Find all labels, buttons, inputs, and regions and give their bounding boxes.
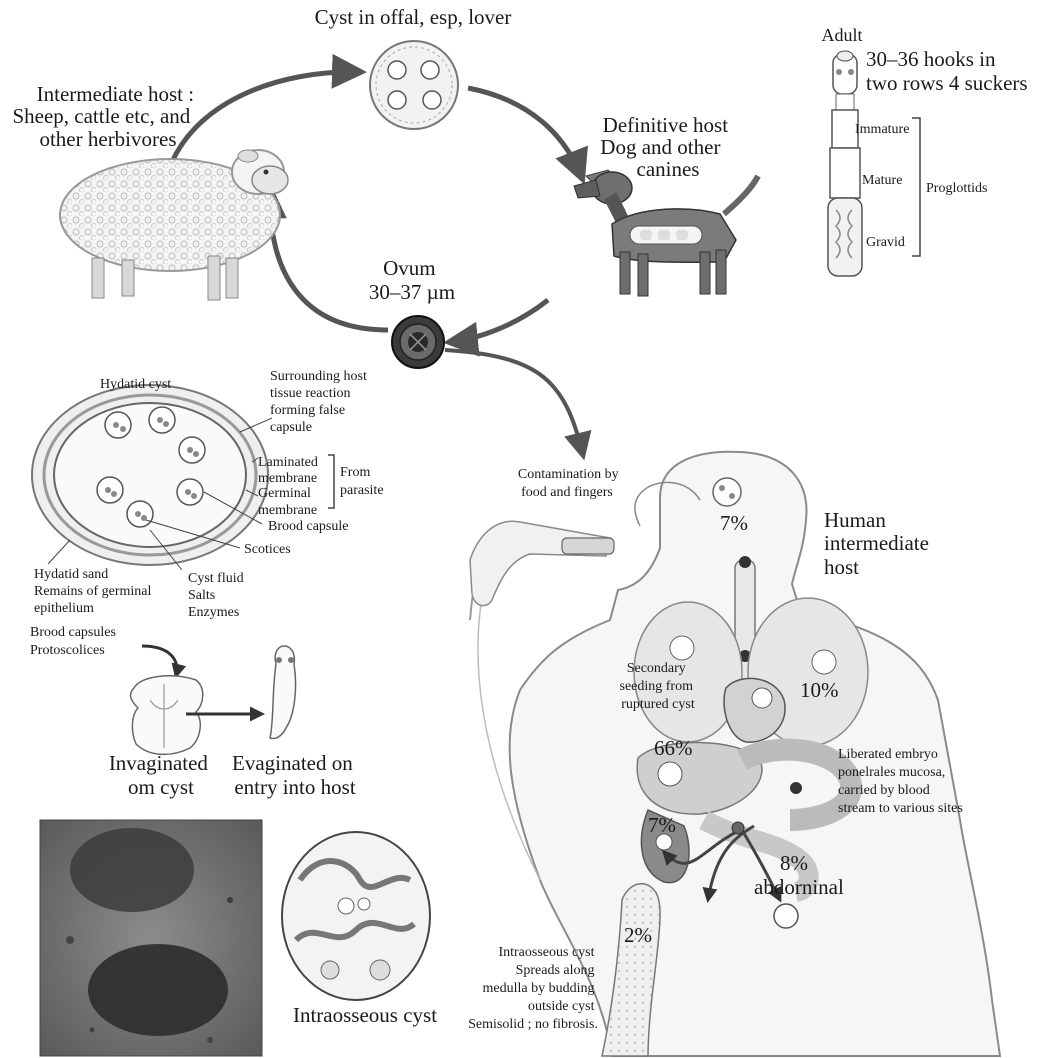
percent-liver: 66% — [654, 736, 693, 760]
intraosseous-cyst-label: Intraosseous cyst Spreads along medulla … — [468, 945, 598, 1032]
arrow-sheep-to-cyst — [172, 72, 360, 162]
human-host-label: Human intermediate host — [824, 508, 934, 579]
intraosseous-micro-label: Intraosseous cyst — [293, 1003, 437, 1027]
scotices-label: Scotices — [244, 542, 291, 557]
secondary-seeding-label: Secondary seeding from ruptured cyst — [620, 661, 697, 712]
sheep-illustration — [60, 150, 288, 300]
adult-title: Adult — [821, 25, 862, 45]
percent-kidney: 7% — [648, 813, 676, 837]
intermediate-host-label: Intermediate host : Sheep, cattle etc, a… — [12, 82, 199, 151]
segment-gravid: Gravid — [866, 235, 905, 250]
laminated-membrane-label: Laminated membrane — [258, 455, 321, 486]
proglottids-bracket — [912, 118, 920, 256]
proglottids-label: Proglottids — [926, 181, 987, 196]
cyst-fluid-label: Cyst fluid Salts Enzymes — [188, 571, 247, 620]
arrow-ovum-to-sheep — [270, 190, 388, 330]
hydatid-sand-label: Hydatid sand Remains of germinal epithel… — [34, 567, 155, 616]
contamination-label: Contamination by food and fingers — [518, 467, 622, 500]
hydatid-cyst-title: Hydatid cyst — [100, 377, 171, 392]
adult-tapeworm-illustration — [828, 51, 862, 276]
percent-lung: 10% — [800, 678, 839, 702]
segment-immature: Immature — [855, 122, 909, 137]
ovum-illustration — [392, 316, 444, 368]
definitive-host-label: Definitive host Dog and other canines — [600, 113, 733, 181]
from-parasite-label: From parasite — [340, 465, 384, 498]
protoscolex-illustrations — [131, 646, 296, 754]
cyst-micrograph — [40, 820, 262, 1056]
segment-mature: Mature — [862, 173, 902, 188]
offal-cyst-illustration — [370, 41, 458, 129]
intraosseous-micro-illustration — [282, 832, 430, 1000]
adult-hooks-label: 30–36 hooks in two rows 4 suckers — [866, 47, 1028, 95]
invaginated-label: Invaginated om cyst — [109, 751, 213, 799]
ovum-label: Ovum 30–37 µm — [369, 256, 455, 304]
dog-illustration — [574, 170, 758, 296]
percent-brain: 7% — [720, 511, 748, 535]
evaginated-label: Evaginated on entry into host — [232, 751, 358, 799]
cyst-in-offal-label: Cyst in offal, esp, lover — [315, 5, 512, 29]
arrow-ovum-to-human — [445, 350, 583, 455]
percent-bone: 2% — [624, 923, 652, 947]
arrow-dog-to-ovum — [450, 300, 548, 342]
germinal-membrane-label: Germinal membrane — [258, 486, 317, 518]
abdominal-label: abdorninal — [754, 875, 844, 899]
arrow-cyst-to-dog — [468, 88, 582, 178]
host-tissue-label: Surrounding host tissue reaction forming… — [270, 369, 370, 435]
hand-illustration — [470, 521, 614, 605]
brood-capsules-label: Brood capsules Protoscolices — [30, 625, 119, 658]
percent-abdominal: 8% — [780, 851, 808, 875]
brood-capsule-label: Brood capsule — [268, 519, 348, 534]
